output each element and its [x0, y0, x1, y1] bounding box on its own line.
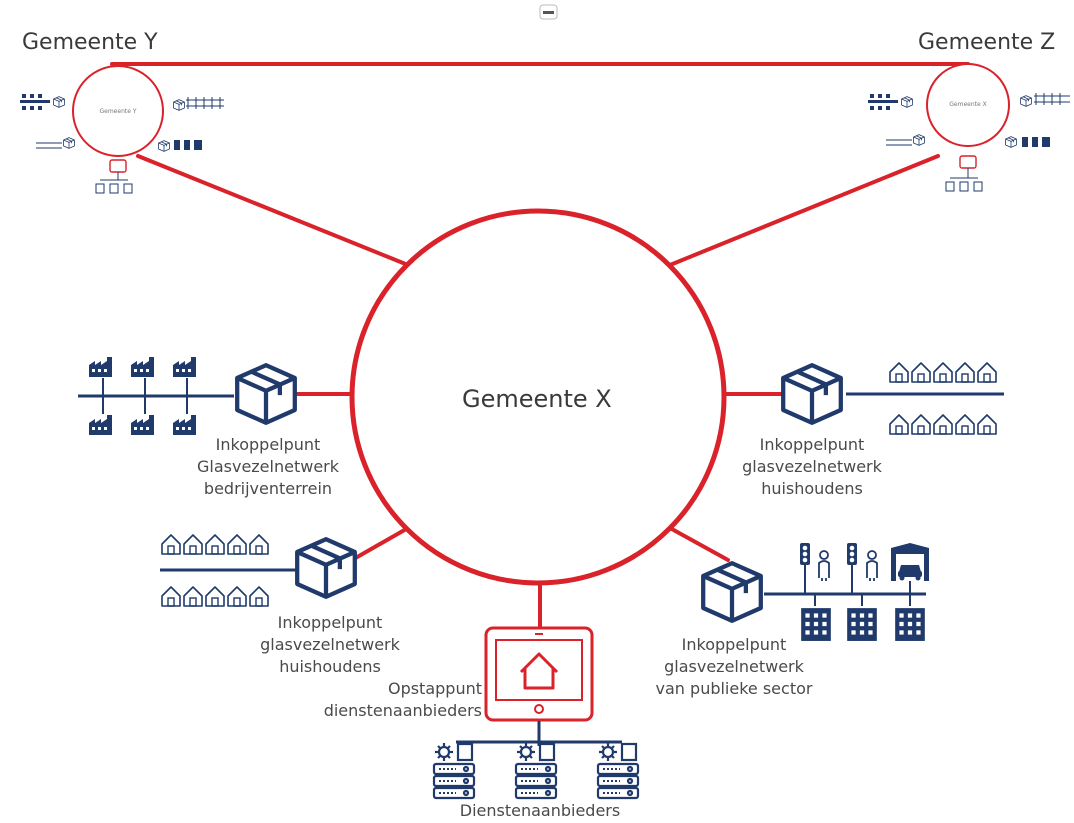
service-providers — [432, 721, 640, 800]
link-y-x — [136, 154, 410, 267]
service-providers-label: Dienstenaanbieders — [459, 801, 621, 820]
box-icon — [237, 365, 295, 423]
gemeente-x-label: Gemeente X — [462, 385, 612, 413]
server-icon — [432, 741, 476, 800]
person-icon — [818, 550, 830, 582]
gemeente-y-ring-label: Gemeente Y — [100, 108, 137, 115]
house-icon — [161, 534, 181, 555]
garage-icon — [891, 543, 929, 581]
business-park-network — [78, 357, 295, 435]
gemeente-z-label: Gemeente Z — [918, 30, 1056, 55]
gemeente-y-label: Gemeente Y — [22, 30, 158, 55]
business-label: Inkoppelpunt Glasvezelnetwerk bedrijvent… — [196, 435, 339, 498]
public-sector-network — [703, 543, 929, 641]
gemeente-z-ring-label: Gemeente X — [949, 101, 986, 108]
gemeente-y-network — [20, 65, 224, 194]
gemeente-x-ring — [349, 208, 727, 586]
link-public — [668, 526, 730, 562]
minimize-icon[interactable] — [539, 4, 558, 20]
factory-icon — [89, 357, 112, 377]
tablet-home-icon — [484, 626, 594, 722]
households-left-network — [160, 534, 355, 607]
link-households-left — [350, 526, 410, 562]
entry-point-label: Opstappunt dienstenaanbieders — [323, 679, 482, 720]
households-right-label: Inkoppelpunt glasvezelnetwerk huishouden… — [742, 435, 882, 498]
box-icon — [783, 365, 841, 423]
households-left-label: Inkoppelpunt glasvezelnetwerk huishouden… — [260, 613, 400, 676]
traffic-light-icon — [800, 543, 810, 581]
public-sector-label: Inkoppelpunt glasvezelnetwerk van publie… — [655, 635, 813, 698]
households-right-network — [783, 362, 1004, 435]
link-z-x — [668, 154, 940, 267]
gemeente-z-network — [868, 63, 1070, 192]
house-icon — [889, 362, 909, 383]
box-icon — [703, 563, 761, 621]
box-icon — [297, 539, 355, 597]
